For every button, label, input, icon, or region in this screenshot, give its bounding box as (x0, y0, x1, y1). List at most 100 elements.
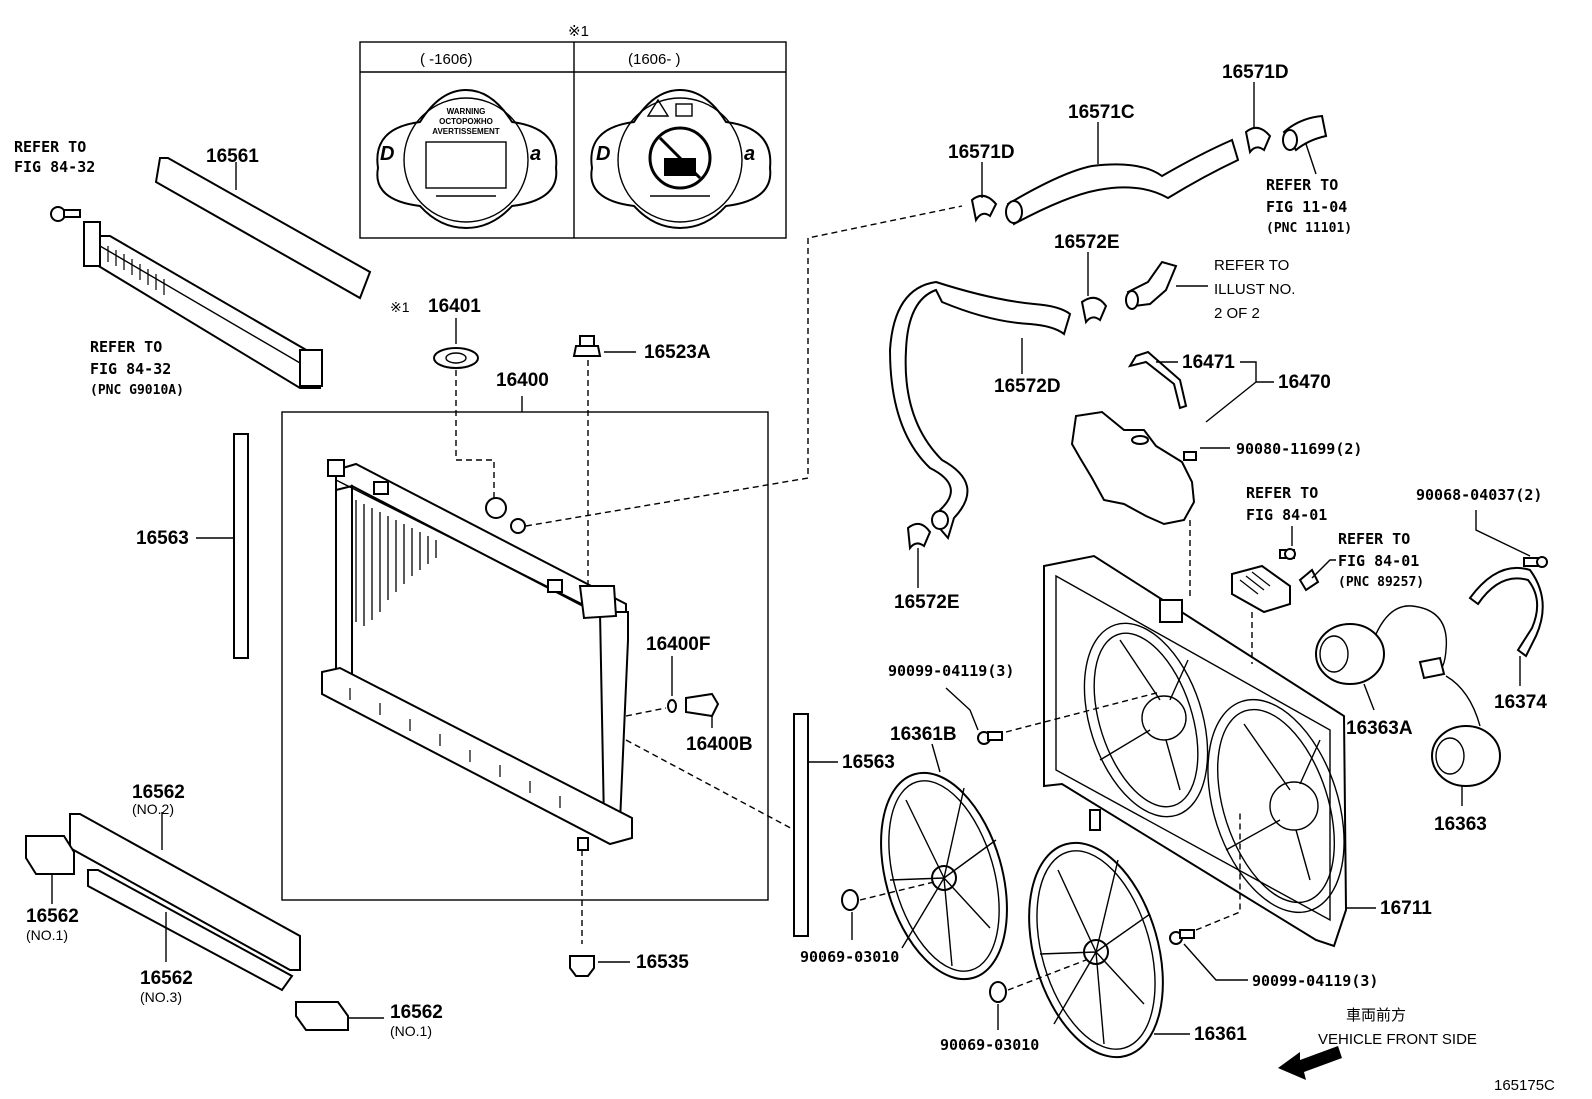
refer-fig84-32-top-line1: REFER TO (14, 138, 86, 156)
bracket-16374 (1468, 566, 1544, 658)
refer-fig84-01-line2: FIG 84-01 (1246, 506, 1327, 524)
fan-resistor (1231, 564, 1291, 614)
vehicle-front-jp: 車両前方 (1346, 1007, 1406, 1024)
illustration-id: 165175C (1494, 1077, 1555, 1094)
part-16562-no1b-label: 16562 (390, 1002, 443, 1023)
part-16400F-label: 16400F (646, 634, 710, 655)
part-16562-no3-sub: (NO.3) (140, 989, 182, 1005)
seal-16561 (154, 157, 372, 300)
refer-fig84-32-line1: REFER TO (90, 338, 162, 356)
part-16401-marker: ※1 (390, 299, 410, 315)
bolt-icon (50, 206, 81, 222)
filler-neck (485, 497, 507, 519)
nut-90069-left-label: 90069-03010 (800, 948, 899, 966)
refer-fig84-01-pnc-line2: FIG 84-01 (1338, 552, 1419, 570)
bolt-icon (977, 731, 1003, 745)
condenser-assembly (83, 221, 323, 389)
callout-frame (359, 41, 787, 239)
seal-16562-no1b (295, 1001, 349, 1031)
front-arrow-icon (1278, 1046, 1342, 1080)
refer-fig84-32-top-line2: FIG 84-32 (14, 158, 95, 176)
part-16471-label: 16471 (1182, 352, 1235, 373)
part-16401-label: 16401 (428, 296, 481, 317)
drain-cock-16400B (685, 692, 720, 718)
part-16562-no1b-sub: (NO.1) (390, 1023, 432, 1039)
svg-text:D: D (380, 143, 394, 165)
refer-fig84-01-pnc: (PNC 89257) (1338, 575, 1424, 590)
clamp-16571D-top (1244, 126, 1272, 155)
part-16374-label: 16374 (1494, 692, 1547, 713)
part-16572E-top-label: 16572E (1054, 232, 1120, 253)
part-16711-label: 16711 (1380, 898, 1432, 919)
fan-motor-16363A (1315, 605, 1448, 685)
radiator-assembly-frame (281, 411, 769, 901)
nut-icon (989, 981, 1007, 1003)
part-16571D-top-label: 16571D (1222, 62, 1289, 83)
seal-16562-no3 (87, 869, 294, 992)
nut-icon (841, 889, 859, 911)
part-16361-label: 16361 (1194, 1024, 1247, 1045)
radiator-cap-callout: ※1 ( -1606) (1606- ) D a WARNING OCTOPOЖ… (359, 23, 787, 239)
part-16562-no2-sub: (NO.2) (132, 801, 174, 817)
bolt-icon (1523, 556, 1548, 568)
fan-shroud-16711 (1043, 554, 1348, 948)
clamp-16571D-left (970, 194, 998, 223)
part-16571C-label: 16571C (1068, 102, 1135, 123)
hose-16572D (888, 280, 1072, 541)
connector-icon (1298, 568, 1320, 592)
part-16562-no1a-sub: (NO.1) (26, 927, 68, 943)
cap-warning-line-2: OCTOPOЖНO (439, 117, 493, 126)
part-16523A-label: 16523A (644, 342, 711, 363)
refer-fig84-32-pnc: (PNC G9010A) (90, 383, 184, 398)
vehicle-front-en: VEHICLE FRONT SIDE (1318, 1031, 1477, 1048)
svg-text:a: a (744, 143, 755, 165)
fan-16361 (1028, 841, 1164, 1059)
refer-illust-line2: ILLUST NO. (1214, 281, 1295, 298)
seal-16563-left (233, 433, 249, 659)
radiator-cap-new-icon: D a (590, 88, 772, 230)
bolt-90099-bottom-label: 90099-04119(3) (1252, 972, 1378, 990)
refer-illust-line3: 2 OF 2 (1214, 305, 1260, 322)
part-16363A-label: 16363A (1346, 718, 1413, 739)
refer-fig11-04-pnc: (PNC 11101) (1266, 221, 1352, 236)
gasket-16401 (433, 347, 479, 369)
bolt-90068-label: 90068-04037(2) (1416, 486, 1542, 504)
part-16563-left-label: 16563 (136, 528, 189, 549)
part-16562-no1a-label: 16562 (26, 906, 79, 927)
part-16535-label: 16535 (636, 952, 689, 973)
bolt-icon (1169, 929, 1195, 945)
part-16470-label: 16470 (1278, 372, 1331, 393)
refer-fig84-01-line1: REFER TO (1246, 484, 1318, 502)
cap-warning-line-1: WARNING (447, 107, 486, 116)
part-16562-no3-label: 16562 (140, 968, 193, 989)
callout-marker: ※1 (568, 23, 589, 40)
refer-illust-line1: REFER TO (1214, 257, 1289, 274)
part-16361B-label: 16361B (890, 724, 957, 745)
svg-text:D: D (596, 143, 610, 165)
part-16400B-label: 16400B (686, 734, 753, 755)
clamp-16572E-top (1080, 296, 1108, 325)
clamp-16572E-bottom (906, 522, 932, 551)
bolt-90099-top-label: 90099-04119(3) (888, 662, 1014, 680)
radiator-cap-old-icon: D a WARNING OCTOPOЖНO AVERTISSEMENT (376, 88, 558, 230)
plug-16535 (569, 955, 595, 977)
fan-16361B (880, 771, 1008, 981)
part-16571D-left-label: 16571D (948, 142, 1015, 163)
reservoir-hose-16471 (1127, 350, 1188, 410)
callout-col-left: ( -1606) (420, 51, 473, 68)
cap-16523A (572, 345, 602, 357)
part-16562-no2-label: 16562 (132, 782, 185, 803)
refer-fig84-32-line2: FIG 84-32 (90, 360, 171, 378)
svg-text:a: a (530, 143, 541, 165)
seal-16562-no1a (25, 835, 75, 875)
bolt-90080-label: 90080-11699(2) (1236, 440, 1362, 458)
refer-fig11-04-line2: FIG 11-04 (1266, 198, 1347, 216)
part-16572D-label: 16572D (994, 376, 1061, 397)
cap-warning-line-3: AVERTISSEMENT (432, 127, 500, 136)
part-16563-right-label: 16563 (842, 752, 895, 773)
refer-fig11-04-line1: REFER TO (1266, 176, 1338, 194)
nut-90069-bottom-label: 90069-03010 (940, 1036, 1039, 1054)
radiator-16400-group: 16400 ※1 (281, 296, 769, 944)
seal-16563-right (793, 713, 809, 937)
